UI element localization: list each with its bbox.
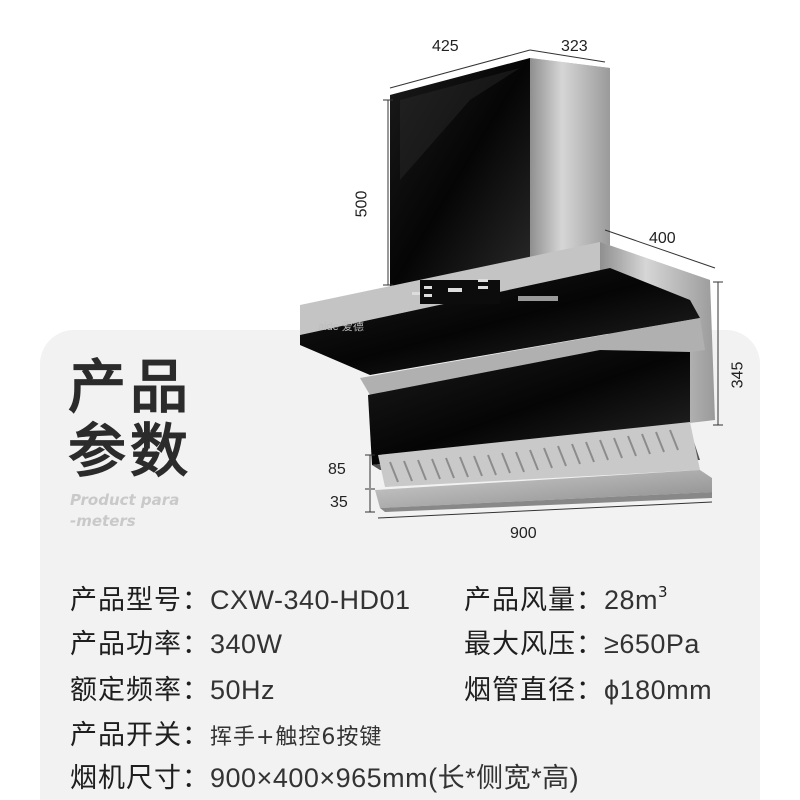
spec-size-value: 900×400×965mm(长*侧宽*高) — [210, 763, 580, 793]
heading-line-2: 参数 — [68, 417, 193, 485]
spec-model-value: CXW-340-HD01 — [210, 585, 411, 615]
dim-height-chimney: 500 — [353, 190, 371, 218]
spec-model: 产品型号：CXW-340-HD01 — [70, 578, 411, 617]
dim-depth-top: 323 — [561, 38, 588, 55]
spec-switch: 产品开关：挥手+触控6按键 — [70, 713, 382, 752]
dim-side-depth: 400 — [649, 230, 676, 247]
spec-pressure-label: 最大风压： — [464, 629, 604, 660]
spec-frequency-value: 50Hz — [210, 675, 276, 705]
spec-airflow: 产品风量：28m3 — [464, 578, 669, 617]
chimney — [390, 58, 610, 290]
spec-pipe: 烟管直径：ϕ180mm — [464, 668, 712, 707]
spec-power: 产品功率：340W — [70, 622, 283, 661]
spec-size-label: 烟机尺寸： — [70, 763, 210, 794]
base-strip — [375, 470, 712, 512]
spec-frequency: 额定频率：50Hz — [70, 668, 275, 707]
subtitle-line-1: Product para — [70, 491, 180, 509]
spec-power-label: 产品功率： — [70, 629, 210, 660]
spec-airflow-label: 产品风量： — [464, 585, 604, 616]
range-hood-illustration: aide 爱德 — [300, 49, 723, 519]
spec-pipe-label: 烟管直径： — [464, 675, 604, 706]
subtitle-line-2: -meters — [70, 512, 136, 530]
dim-width-top: 425 — [432, 38, 459, 55]
touch-buttons — [412, 279, 488, 297]
spec-size: 烟机尺寸：900×400×965mm(长*侧宽*高) — [70, 756, 579, 795]
heading-line-1: 产品 — [68, 353, 193, 421]
dimension-lines — [365, 49, 723, 519]
spec-model-label: 产品型号： — [70, 585, 210, 616]
subtitle: Product para -meters — [70, 490, 179, 532]
spec-pressure-value: ≥650Pa — [604, 629, 700, 659]
spec-power-value: 340W — [210, 629, 283, 659]
hood-upper-body: aide 爱德 — [300, 242, 715, 430]
dim-side-height: 345 — [729, 361, 747, 389]
spec-airflow-value: 28m — [604, 585, 659, 615]
spec-frequency-label: 额定频率： — [70, 675, 210, 706]
spec-pipe-value: ϕ180mm — [604, 675, 713, 705]
spec-pressure: 最大风压：≥650Pa — [464, 622, 700, 661]
spec-switch-label: 产品开关： — [70, 720, 210, 751]
dim-base-height: 35 — [330, 494, 348, 511]
spec-switch-value: 挥手+触控6按键 — [210, 725, 383, 750]
brand-logo: aide 爱德 — [318, 319, 364, 333]
dim-total-width: 900 — [510, 525, 537, 542]
dim-filter-height: 85 — [328, 461, 346, 478]
spec-airflow-sup: 3 — [658, 583, 669, 601]
filter-grille — [378, 422, 700, 487]
